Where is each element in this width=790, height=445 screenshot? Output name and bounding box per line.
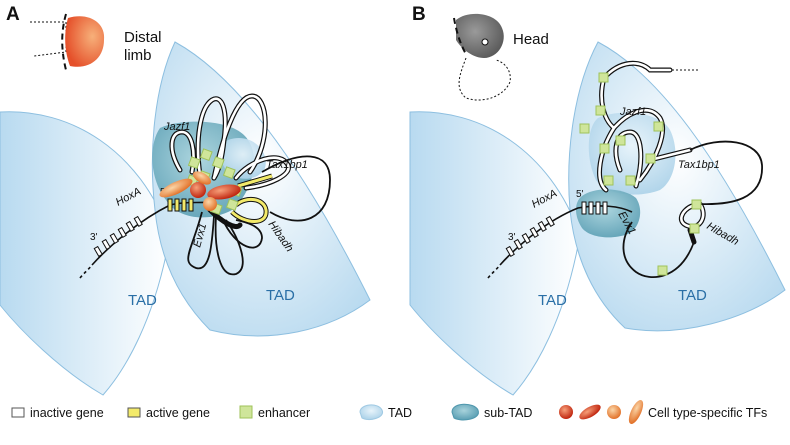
tissue-head-label: Head: [513, 31, 549, 48]
panel-a: A Distal limb TAD TAD: [0, 4, 371, 396]
five-prime-b: 5': [576, 189, 584, 200]
head-icon: [453, 13, 511, 101]
hoxa-cluster-a: [93, 198, 194, 258]
tad-left-b: [409, 111, 581, 396]
tad-left-a: [0, 111, 171, 396]
tax1bp1-label-a: Tax1bp1: [266, 159, 308, 171]
tissue-distal-label: Distal: [124, 29, 162, 46]
limb-icon: [30, 13, 105, 71]
legend-subtad-label: sub-TAD: [484, 406, 532, 420]
legend-item-subtad: sub-TAD: [451, 403, 532, 421]
legend-inactive-label: inactive gene: [30, 406, 104, 420]
panel-a-label: A: [6, 4, 20, 25]
tad-left-a-label: TAD: [128, 292, 157, 309]
panel-b-label: B: [412, 4, 426, 25]
legend-item-inactive: inactive gene: [11, 406, 104, 420]
jazf1-label-b: Jazf1: [619, 106, 646, 118]
legend-item-active: active gene: [127, 406, 210, 420]
legend-item-enhancer: enhancer: [239, 405, 310, 420]
tad-right-b-label: TAD: [678, 287, 707, 304]
panel-b: B Head TAD TAD: [409, 4, 786, 396]
inactive-loops-a-fill: [170, 94, 290, 190]
black-loops-b: [622, 140, 763, 279]
legend-active-label: active gene: [146, 406, 210, 420]
tad-right-a-label: TAD: [266, 287, 295, 304]
tissue-limb-label: limb: [124, 47, 152, 64]
hoxa-cluster-b: [505, 201, 608, 258]
black-loops-a: [187, 155, 331, 276]
enhancers-b: [579, 72, 702, 276]
legend-item-tad: TAD: [359, 404, 412, 421]
legend: inactive gene active gene enhancer TAD s…: [11, 400, 767, 424]
jazf1-label-a: Jazf1: [163, 121, 190, 133]
legend-enhancer-label: enhancer: [258, 406, 310, 420]
legend-item-tfs: Cell type-specific TFs: [559, 400, 767, 424]
legend-tad-label: TAD: [388, 406, 412, 420]
legend-tfs-label: Cell type-specific TFs: [648, 406, 767, 420]
chromatin-fiber-b: [499, 205, 633, 266]
subtad-b-hox: [576, 189, 641, 238]
three-prime-a: 3': [90, 232, 98, 243]
tax1bp1-label-b: Tax1bp1: [678, 159, 720, 171]
transcription-factors-a: [159, 171, 241, 211]
tad-left-b-label: TAD: [538, 292, 567, 309]
inactive-loops-b-fill: [598, 62, 705, 228]
three-prime-b: 3': [508, 232, 516, 243]
